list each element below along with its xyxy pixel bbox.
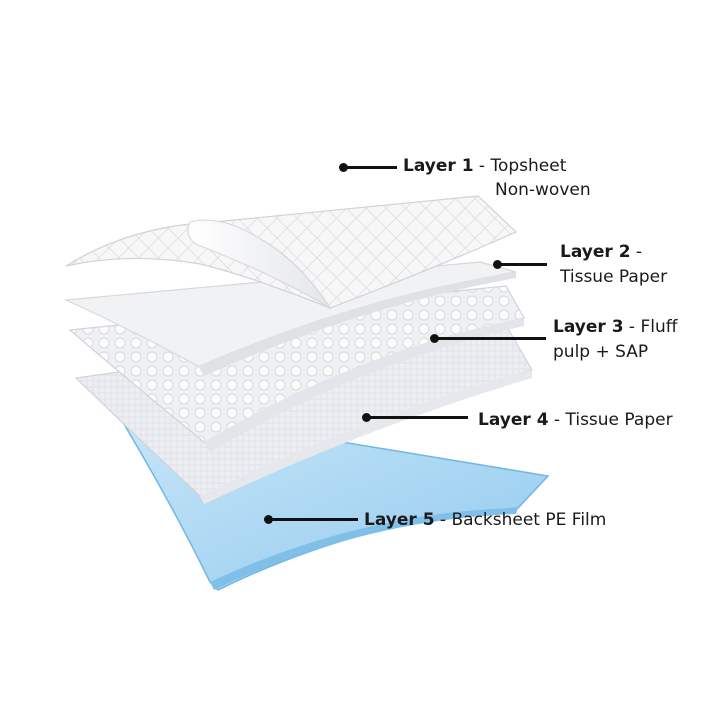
label-layer-1-line2: Non-woven	[495, 178, 591, 202]
layer-5-sep: -	[434, 510, 452, 530]
layer-3-sep: -	[623, 317, 641, 337]
leader-line-5	[268, 518, 358, 521]
layer-1-line1: Topsheet	[490, 156, 567, 176]
leader-line-3	[434, 337, 546, 340]
label-layer-5: Layer 5 - Backsheet PE Film	[364, 508, 606, 532]
layer-4-sep: -	[548, 410, 566, 430]
leader-line-4	[366, 416, 468, 419]
layer-1-line2: Non-woven	[495, 180, 591, 200]
leader-line-1	[343, 166, 397, 169]
label-layer-4: Layer 4 - Tissue Paper	[478, 408, 673, 432]
layer-3-line1: Fluff	[640, 317, 678, 337]
layer-2-line2: Tissue Paper	[560, 267, 668, 287]
layer-4-name: Layer 4	[478, 410, 549, 430]
layer-1-name: Layer 1	[403, 156, 474, 176]
label-layer-2-line2: Tissue Paper	[560, 265, 667, 289]
layer-4-line1: Tissue Paper	[565, 410, 673, 430]
topsheet-curl-underside	[187, 219, 331, 309]
layer-1-sep: -	[473, 156, 491, 176]
layer-3-line2: pulp + SAP	[553, 342, 649, 362]
label-layer-2: Layer 2 -	[560, 240, 642, 264]
layer-5-name: Layer 5	[364, 510, 435, 530]
leader-line-2	[497, 263, 547, 266]
layer-3-name: Layer 3	[553, 317, 624, 337]
label-layer-3-line2: pulp + SAP	[553, 340, 648, 364]
label-layer-1: Layer 1 - Topsheet	[403, 154, 566, 178]
layer-2-sep: -	[630, 242, 643, 262]
layer-2-name: Layer 2	[560, 242, 631, 262]
label-layer-3: Layer 3 - Fluff	[553, 315, 677, 339]
layer-5-line1: Backsheet PE Film	[451, 510, 607, 530]
